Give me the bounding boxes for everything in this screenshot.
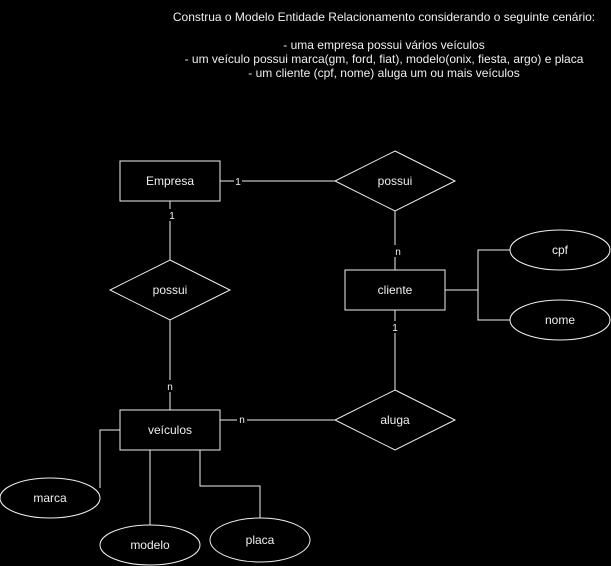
edge-veiculos-marca [99,429,120,488]
edge-cliente-cpf [445,249,510,291]
relationship-aluga[interactable]: aluga [333,389,457,451]
entity-veiculos[interactable]: veículos [119,409,221,451]
cardinality-possui-top-cliente: n [395,247,401,258]
attribute-cpf-label: cpf [552,243,569,257]
entity-cliente[interactable]: cliente [344,269,446,311]
attribute-modelo[interactable]: modelo [99,524,201,566]
attribute-nome[interactable]: nome [509,299,611,341]
cardinality-empresa-possui-left: 1 [169,211,175,222]
cardinality-cliente-aluga: 1 [392,323,398,334]
cardinality-empresa-possui-top: 1 [235,177,241,188]
relationship-possui-left-label: possui [153,283,188,297]
edge-cliente-nome [445,289,510,321]
cardinality-veiculos-aluga: n [239,415,245,426]
cardinality-labels: 1 n 1 n 1 n [166,175,402,426]
entity-empresa[interactable]: Empresa [119,160,221,202]
entity-veiculos-label: veículos [148,423,192,437]
edges [99,180,510,525]
attribute-placa-label: placa [246,533,275,547]
relationship-possui-top-label: possui [378,174,413,188]
edge-veiculos-placa [199,450,261,518]
entity-cliente-label: cliente [378,283,413,297]
entity-empresa-label: Empresa [146,174,194,188]
attribute-modelo-label: modelo [130,538,170,552]
scenario-line-2: - um veículo possui marca(gm, ford, fiat… [184,52,584,66]
attribute-cpf[interactable]: cpf [509,229,611,271]
relationship-possui-top[interactable]: possui [333,150,457,212]
attribute-placa[interactable]: placa [209,517,311,563]
attribute-marca[interactable]: marca [0,477,101,519]
scenario-line-1: - uma empresa possui vários veículos [283,38,485,52]
attribute-nome-label: nome [545,313,575,327]
relationship-possui-left[interactable]: possui [108,259,232,321]
relationship-aluga-label: aluga [380,413,410,427]
cardinality-possui-left-veiculos: n [167,382,173,393]
scenario-heading: Construa o Modelo Entidade Relacionament… [172,10,596,24]
scenario-text: Construa o Modelo Entidade Relacionament… [160,10,608,80]
scenario-line-3: - um cliente (cpf, nome) aluga um ou mai… [248,66,520,80]
attribute-marca-label: marca [33,491,67,505]
